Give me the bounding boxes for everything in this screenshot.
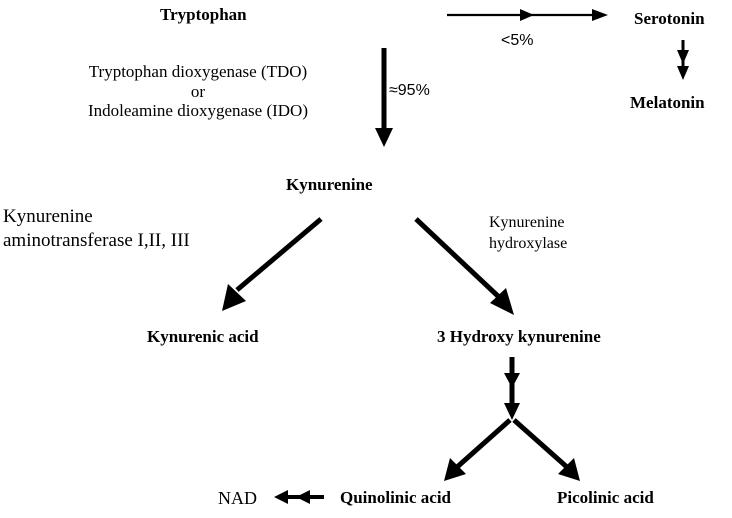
arrow-quinolinic-to-nad [274, 490, 324, 504]
percentage-serotonin-branch: <5% [501, 32, 534, 49]
enzyme-kh-line1: Kynurenine [489, 214, 565, 231]
node-melatonin: Melatonin [630, 93, 705, 112]
node-3-hydroxy-kynurenine: 3 Hydroxy kynurenine [437, 327, 601, 346]
enzyme-kh-line2: hydroxylase [489, 234, 568, 252]
enzyme-kat-line1: Kynurenine [3, 206, 93, 227]
node-kynurenic-acid: Kynurenic acid [147, 327, 259, 346]
arrow-kynurenine-to-3-hydroxy-kynurenine [414, 217, 514, 315]
arrow-to-picolinic-acid [512, 418, 580, 481]
arrow-to-quinolinic-acid [444, 418, 512, 481]
node-serotonin: Serotonin [634, 9, 705, 28]
enzyme-kynurenine-hydroxylase: Kynurenine hydroxylase [489, 213, 567, 255]
arrow-kynurenine-to-kynurenic-acid [222, 217, 323, 311]
node-nad: NAD [218, 488, 257, 508]
arrow-tryptophan-to-kynurenine [375, 48, 393, 147]
node-picolinic-acid: Picolinic acid [557, 488, 654, 507]
enzyme-kat-line2: aminotransferase I,II, III [3, 229, 190, 251]
arrow-tryptophan-to-serotonin [447, 9, 608, 21]
node-tryptophan: Tryptophan [160, 5, 247, 24]
enzyme-tdo-label: Tryptophan dioxygenase (TDO) [88, 62, 308, 81]
arrow-3-hydroxy-kynurenine-down [504, 357, 520, 420]
arrow-serotonin-to-melatonin [677, 40, 689, 80]
enzyme-kynurenine-aminotransferase: Kynurenine aminotransferase I,II, III [3, 205, 190, 253]
enzyme-ido-label: Indoleamine dioxygenase (IDO) [88, 101, 308, 121]
node-quinolinic-acid: Quinolinic acid [340, 488, 451, 507]
enzyme-tdo-ido: Tryptophan dioxygenase (TDO) or Indoleam… [48, 62, 348, 121]
enzyme-or-label: or [190, 81, 206, 101]
node-kynurenine: Kynurenine [286, 175, 373, 194]
percentage-kynurenine-branch: ≈95% [389, 82, 430, 99]
